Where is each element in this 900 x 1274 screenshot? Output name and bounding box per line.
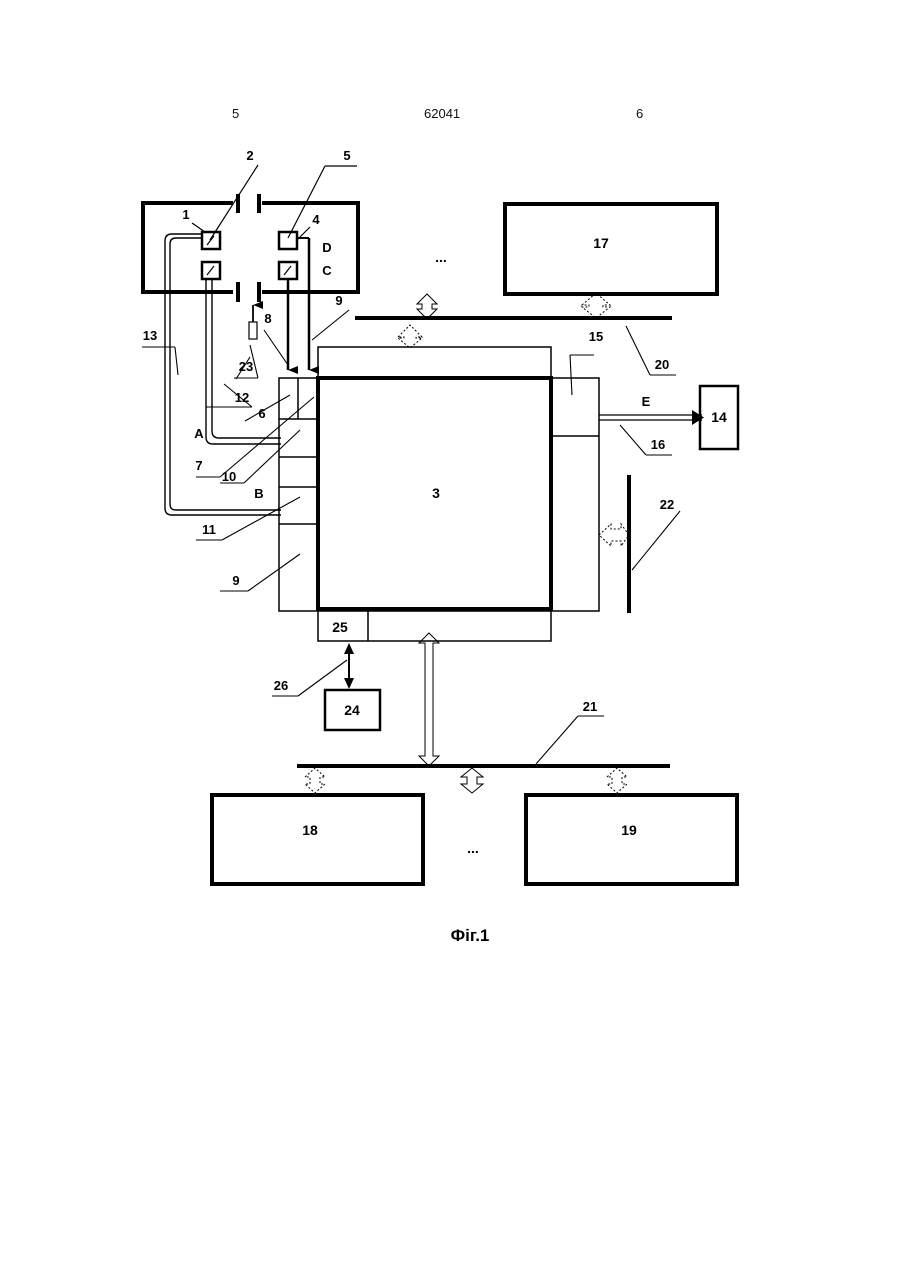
ref-7: 7: [195, 458, 202, 473]
element-23: [249, 305, 257, 339]
signal-a: A: [194, 426, 204, 441]
ref-11: 11: [202, 522, 216, 537]
ref-20: 20: [655, 357, 669, 372]
link-26: [344, 643, 354, 689]
signal-e: E: [642, 394, 651, 409]
ref-5: 5: [343, 148, 350, 163]
label-block-14: 14: [711, 409, 727, 425]
output-arrow-e: [599, 410, 704, 425]
ref-22: 22: [660, 497, 674, 512]
ref-21: 21: [583, 699, 597, 714]
ref-1: 1: [182, 207, 189, 222]
ref-10: 10: [222, 469, 236, 484]
label-block-19: 19: [621, 822, 637, 838]
ref-4: 4: [312, 212, 320, 227]
ref-6: 6: [258, 406, 265, 421]
block-18: [212, 795, 423, 884]
block-19: [526, 795, 737, 884]
ref-2: 2: [246, 148, 253, 163]
ellipsis-bottom: ...: [467, 840, 479, 856]
label-block-17: 17: [593, 235, 609, 251]
label-block-18: 18: [302, 822, 318, 838]
ref-9-top: 9: [335, 293, 342, 308]
label-block-24: 24: [344, 702, 360, 718]
ref-13: 13: [143, 328, 157, 343]
ellipsis-top: ...: [435, 249, 447, 265]
signal-b: B: [254, 486, 263, 501]
ref-15: 15: [589, 329, 603, 344]
label-block-25: 25: [332, 619, 348, 635]
ref-16: 16: [651, 437, 665, 452]
block-17: [505, 204, 717, 294]
ref-9-bottom: 9: [232, 573, 239, 588]
ref-12: 12: [235, 390, 249, 405]
ref-26: 26: [274, 678, 288, 693]
signal-c: C: [322, 263, 332, 278]
signal-d: D: [322, 240, 331, 255]
label-block-3: 3: [432, 485, 440, 501]
ref-23: 23: [239, 359, 253, 374]
detector-arrows: [288, 238, 309, 370]
bus-connectors: [305, 293, 629, 793]
figure-caption: Фіг.1: [451, 926, 490, 945]
ref-8: 8: [264, 311, 271, 326]
